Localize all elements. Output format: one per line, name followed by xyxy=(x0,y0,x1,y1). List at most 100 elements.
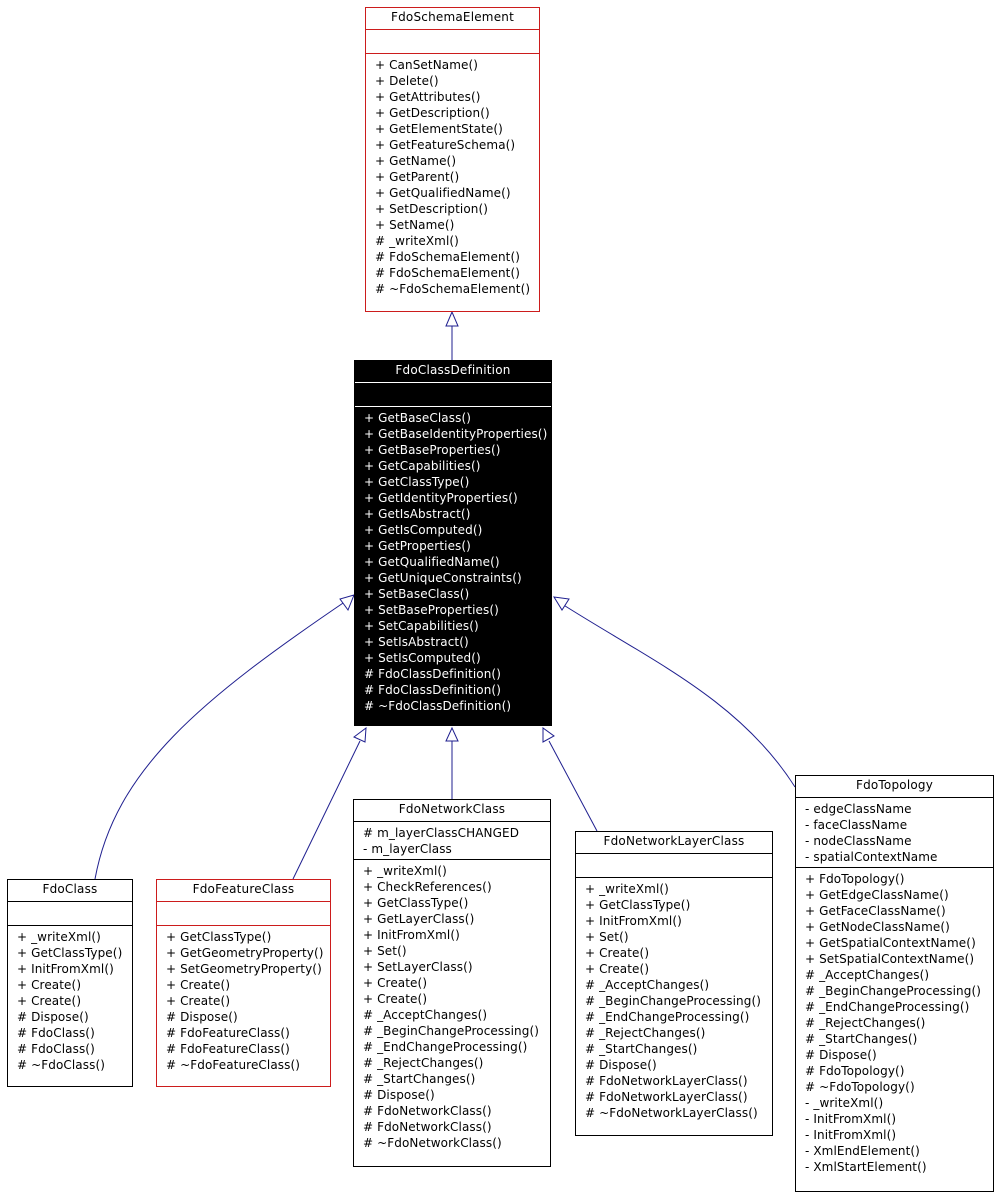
class-operation: + GetClassType() xyxy=(364,475,470,489)
class-fdoschemaelement[interactable]: FdoSchemaElement + CanSetName()+ Delete(… xyxy=(365,7,540,312)
edge-featureclass-to-classdefinition xyxy=(292,740,361,880)
class-attribute: - nodeClassName xyxy=(805,834,912,848)
class-operation: + GetIdentityProperties() xyxy=(364,491,518,505)
class-operation: + Create() xyxy=(585,962,650,976)
arrowhead-topology xyxy=(553,596,570,611)
class-operation: + GetParent() xyxy=(375,170,460,184)
attributes-section xyxy=(157,901,330,925)
class-operation: # _StartChanges() xyxy=(585,1042,698,1056)
class-operation: + SetDescription() xyxy=(375,202,489,216)
class-operation: # _BeginChangeProcessing() xyxy=(805,984,982,998)
class-operation: + GetQualifiedName() xyxy=(375,186,511,200)
class-operation: + GetUniqueConstraints() xyxy=(364,571,522,585)
class-operation: + _writeXml() xyxy=(585,882,669,896)
class-operation: + SetCapabilities() xyxy=(364,619,479,633)
class-operation: # FdoNetworkLayerClass() xyxy=(585,1090,748,1104)
class-operation: - InitFromXml() xyxy=(805,1128,897,1142)
class-operation: # Dispose() xyxy=(17,1010,89,1024)
class-operation: + GetBaseIdentityProperties() xyxy=(364,427,548,441)
class-operation: + _writeXml() xyxy=(17,930,101,944)
class-operation: # ~FdoClass() xyxy=(17,1058,106,1072)
class-operation: + Create() xyxy=(17,978,82,992)
class-operation: + GetNodeClassName() xyxy=(805,920,950,934)
class-operation: # FdoFeatureClass() xyxy=(166,1042,290,1056)
class-operation: # _BeginChangeProcessing() xyxy=(585,994,762,1008)
class-operation: # FdoClassDefinition() xyxy=(364,683,501,697)
class-operation: + GetIsComputed() xyxy=(364,523,483,537)
class-operation: + GetClassType() xyxy=(166,930,272,944)
operations-section: + _writeXml() + GetClassType() + InitFromX… xyxy=(576,877,772,1123)
class-operation: + SetName() xyxy=(375,218,455,232)
attributes-section: - edgeClassName- faceClassName- nodeClas… xyxy=(796,797,993,867)
edge-topology-to-classdefinition xyxy=(561,603,796,788)
class-fdotopology[interactable]: FdoTopology - edgeClassName- faceClassNa… xyxy=(795,775,994,1192)
class-fdoclassdefinition[interactable]: FdoClassDefinition + GetBaseClass()+ Get… xyxy=(354,360,552,726)
class-operation: + GetClassType() xyxy=(363,896,469,910)
class-operation: # FdoTopology() xyxy=(805,1064,905,1078)
class-operation: # FdoClass() xyxy=(17,1042,95,1056)
class-name: FdoNetworkClass xyxy=(398,802,506,816)
class-operation: + GetCapabilities() xyxy=(364,459,481,473)
attributes-section: # m_layerClassCHANGED- m_layerClass xyxy=(354,821,550,859)
operations-section: + CanSetName()+ Delete()+ GetAttributes(… xyxy=(366,53,539,299)
class-operation: # _StartChanges() xyxy=(805,1032,918,1046)
class-fdofeatureclass[interactable]: FdoFeatureClass + GetClassType() + GetGeo… xyxy=(156,879,331,1087)
class-operation: + GetClassType() xyxy=(585,898,691,912)
class-operation: # _StartChanges() xyxy=(363,1072,476,1086)
class-operation: + Create() xyxy=(166,978,231,992)
class-operation: + GetFeatureSchema() xyxy=(375,138,516,152)
class-operation: # Dispose() xyxy=(166,1010,238,1024)
class-operation: + Create() xyxy=(363,976,428,990)
operations-section: + FdoTopology()+ GetEdgeClassName()+ Get… xyxy=(796,867,993,1177)
class-operation: # ~FdoSchemaElement() xyxy=(375,282,531,296)
class-operation: # FdoSchemaElement() xyxy=(375,250,521,264)
class-operation: # _EndChangeProcessing() xyxy=(805,1000,970,1014)
class-operation: # Dispose() xyxy=(585,1058,657,1072)
class-operation: + GetGeometryProperty() xyxy=(166,946,324,960)
edge-networklayerclass-to-classdefinition xyxy=(548,740,598,832)
class-operation: + Create() xyxy=(17,994,82,1008)
operations-section: + GetClassType() + GetGeometryProperty() +… xyxy=(157,925,330,1075)
operations-section: + _writeXml()+ GetClassType()+ InitFromX… xyxy=(8,925,132,1075)
class-operation: + GetIsAbstract() xyxy=(364,507,471,521)
class-operation: - XmlEndElement() xyxy=(805,1144,920,1158)
arrowhead-class xyxy=(339,594,355,612)
class-operation: + CheckReferences() xyxy=(363,880,492,894)
class-name: FdoNetworkLayerClass xyxy=(603,834,745,848)
class-operation: + SetBaseProperties() xyxy=(364,603,499,617)
class-name: FdoFeatureClass xyxy=(192,882,295,896)
class-operation: + SetGeometryProperty() xyxy=(166,962,322,976)
class-name: FdoTopology xyxy=(855,778,934,792)
operations-section: + _writeXml() + CheckReferences() + GetCla… xyxy=(354,859,550,1153)
class-operation: # FdoClassDefinition() xyxy=(364,667,501,681)
class-operation: # ~FdoTopology() xyxy=(805,1080,915,1094)
class-operation: + Set() xyxy=(585,930,629,944)
class-fdoclass[interactable]: FdoClass + _writeXml()+ GetClassType()+ … xyxy=(7,879,133,1087)
class-operation: + _writeXml() xyxy=(363,864,447,878)
class-operation: # _RejectChanges() xyxy=(363,1056,484,1070)
class-operation: + Set() xyxy=(363,944,407,958)
class-operation: # _EndChangeProcessing() xyxy=(585,1010,750,1024)
attributes-section xyxy=(8,901,132,925)
class-operation: + GetLayerClass() xyxy=(363,912,475,926)
class-operation: + GetBaseProperties() xyxy=(364,443,501,457)
class-operation: + InitFromXml() xyxy=(585,914,682,928)
class-attribute: - m_layerClass xyxy=(363,842,452,856)
class-operation: + GetQualifiedName() xyxy=(364,555,500,569)
class-operation: # ~FdoFeatureClass() xyxy=(166,1058,301,1072)
class-operation: + CanSetName() xyxy=(375,58,479,72)
class-fdonetworklayerclass[interactable]: FdoNetworkLayerClass + _writeXml() + GetC… xyxy=(575,831,773,1136)
class-operation: + InitFromXml() xyxy=(17,962,114,976)
class-fdonetworkclass[interactable]: FdoNetworkClass # m_layerClassCHANGED- m… xyxy=(353,799,551,1167)
class-operation: # FdoNetworkLayerClass() xyxy=(585,1074,748,1088)
class-operation: + GetAttributes() xyxy=(375,90,481,104)
class-operation: # ~FdoNetworkLayerClass() xyxy=(585,1106,758,1120)
class-operation: + GetFaceClassName() xyxy=(805,904,946,918)
class-name: FdoSchemaElement xyxy=(391,10,514,24)
class-operation: # Dispose() xyxy=(363,1088,435,1102)
class-operation: + InitFromXml() xyxy=(363,928,460,942)
class-operation: # FdoSchemaElement() xyxy=(375,266,521,280)
arrowhead-featureclass xyxy=(353,726,367,743)
class-operation: - XmlStartElement() xyxy=(805,1160,927,1174)
class-operation: # _RejectChanges() xyxy=(585,1026,706,1040)
